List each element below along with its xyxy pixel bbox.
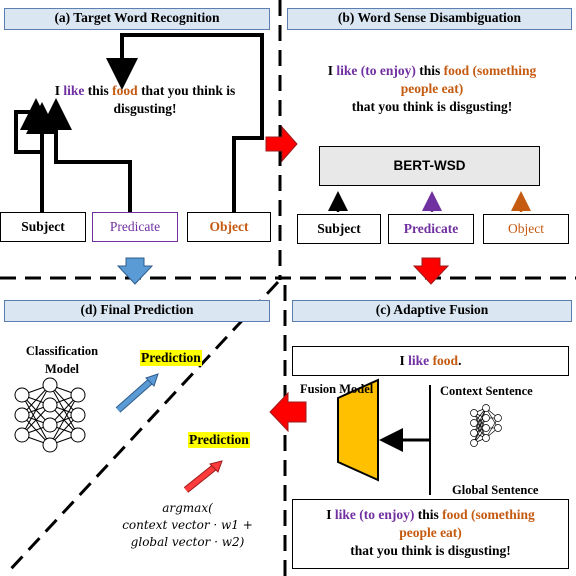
sentence-line3: that you think is disgusting!: [350, 543, 511, 558]
red-arrow-right: [265, 125, 298, 163]
word-this: this: [415, 63, 444, 78]
sentence-line2: disgusting!: [113, 101, 177, 116]
object-box-a: Object: [187, 212, 271, 242]
word-period: .: [458, 353, 462, 368]
blue-arrow-down: [116, 257, 154, 285]
diagonal-divider: [6, 280, 280, 574]
blue-diagonal-arrow: [115, 373, 159, 413]
classification-model-label: Classification Model: [2, 342, 122, 378]
word-i: I: [326, 507, 335, 522]
word-like-sense: like (to enjoy): [334, 507, 415, 522]
argmax-formula: argmax( context vector · w1 + global vec…: [100, 500, 275, 551]
subject-box-b: Subject: [297, 214, 381, 244]
object-connector: [106, 33, 264, 212]
word-i: I: [399, 353, 409, 368]
red-arrow-down: [412, 257, 450, 285]
sentence-line2: people eat): [400, 81, 464, 96]
word-like: like: [408, 353, 430, 368]
model-line2: Model: [44, 362, 80, 376]
word-food-sense: food (something: [442, 507, 535, 522]
subject-connectors: [14, 98, 58, 212]
classification-network: [14, 377, 86, 453]
target-sentence: I like this food that you think is disgu…: [20, 82, 270, 118]
word-i: I: [327, 63, 337, 78]
fusion-model-shape: [337, 378, 379, 482]
panel-a-title: (a) Target Word Recognition: [4, 8, 270, 30]
red-diagonal-arrow: [183, 460, 223, 493]
subject-box-a: Subject: [0, 212, 86, 242]
word-food-sense: food (something: [443, 63, 537, 78]
word-rest: that you think is: [137, 83, 236, 98]
predicate-connector: [40, 98, 132, 212]
fusion-bottom-sentence: I like (to enjoy) this food (something p…: [292, 499, 569, 569]
word-this: this: [414, 507, 443, 522]
context-network: [470, 404, 502, 447]
fusion-model-label: Fusion Model: [300, 382, 374, 396]
predicate-box-b: Predicate: [388, 214, 474, 244]
context-sentence-label: Context Sentence: [440, 384, 533, 398]
word-food: food: [112, 83, 138, 98]
word-i: I: [54, 83, 64, 98]
object-box-b: Object: [483, 214, 569, 244]
panel-b-title: (b) Word Sense Disambiguation: [287, 8, 572, 30]
panel-c-title: (c) Adaptive Fusion: [292, 300, 572, 322]
prediction-label-2: Prediction: [188, 432, 250, 448]
predicate-box-a: Predicate: [92, 212, 178, 242]
prediction-label-1: Prediction: [140, 350, 202, 366]
word-food: food: [432, 353, 459, 368]
sentence-line2: people eat): [399, 525, 462, 540]
panel-d-title: (d) Final Prediction: [4, 300, 270, 322]
formula-line2: context vector · w1 +: [122, 518, 253, 532]
model-line1: Classification: [25, 344, 99, 358]
sentence-line3: that you think is disgusting!: [351, 99, 513, 114]
wsd-sentence: I like (to enjoy) this food (something p…: [292, 62, 572, 116]
formula-line1: argmax(: [162, 501, 213, 515]
fusion-top-sentence: I like food.: [292, 346, 569, 376]
formula-line3: global vector · w2): [130, 535, 245, 549]
word-this: this: [84, 83, 113, 98]
red-arrow-left: [269, 391, 307, 433]
bert-wsd-box: BERT-WSD: [319, 146, 540, 186]
word-like-sense: like (to enjoy): [336, 63, 416, 78]
global-sentence-label: Global Sentence: [452, 483, 539, 497]
word-like: like: [63, 83, 85, 98]
